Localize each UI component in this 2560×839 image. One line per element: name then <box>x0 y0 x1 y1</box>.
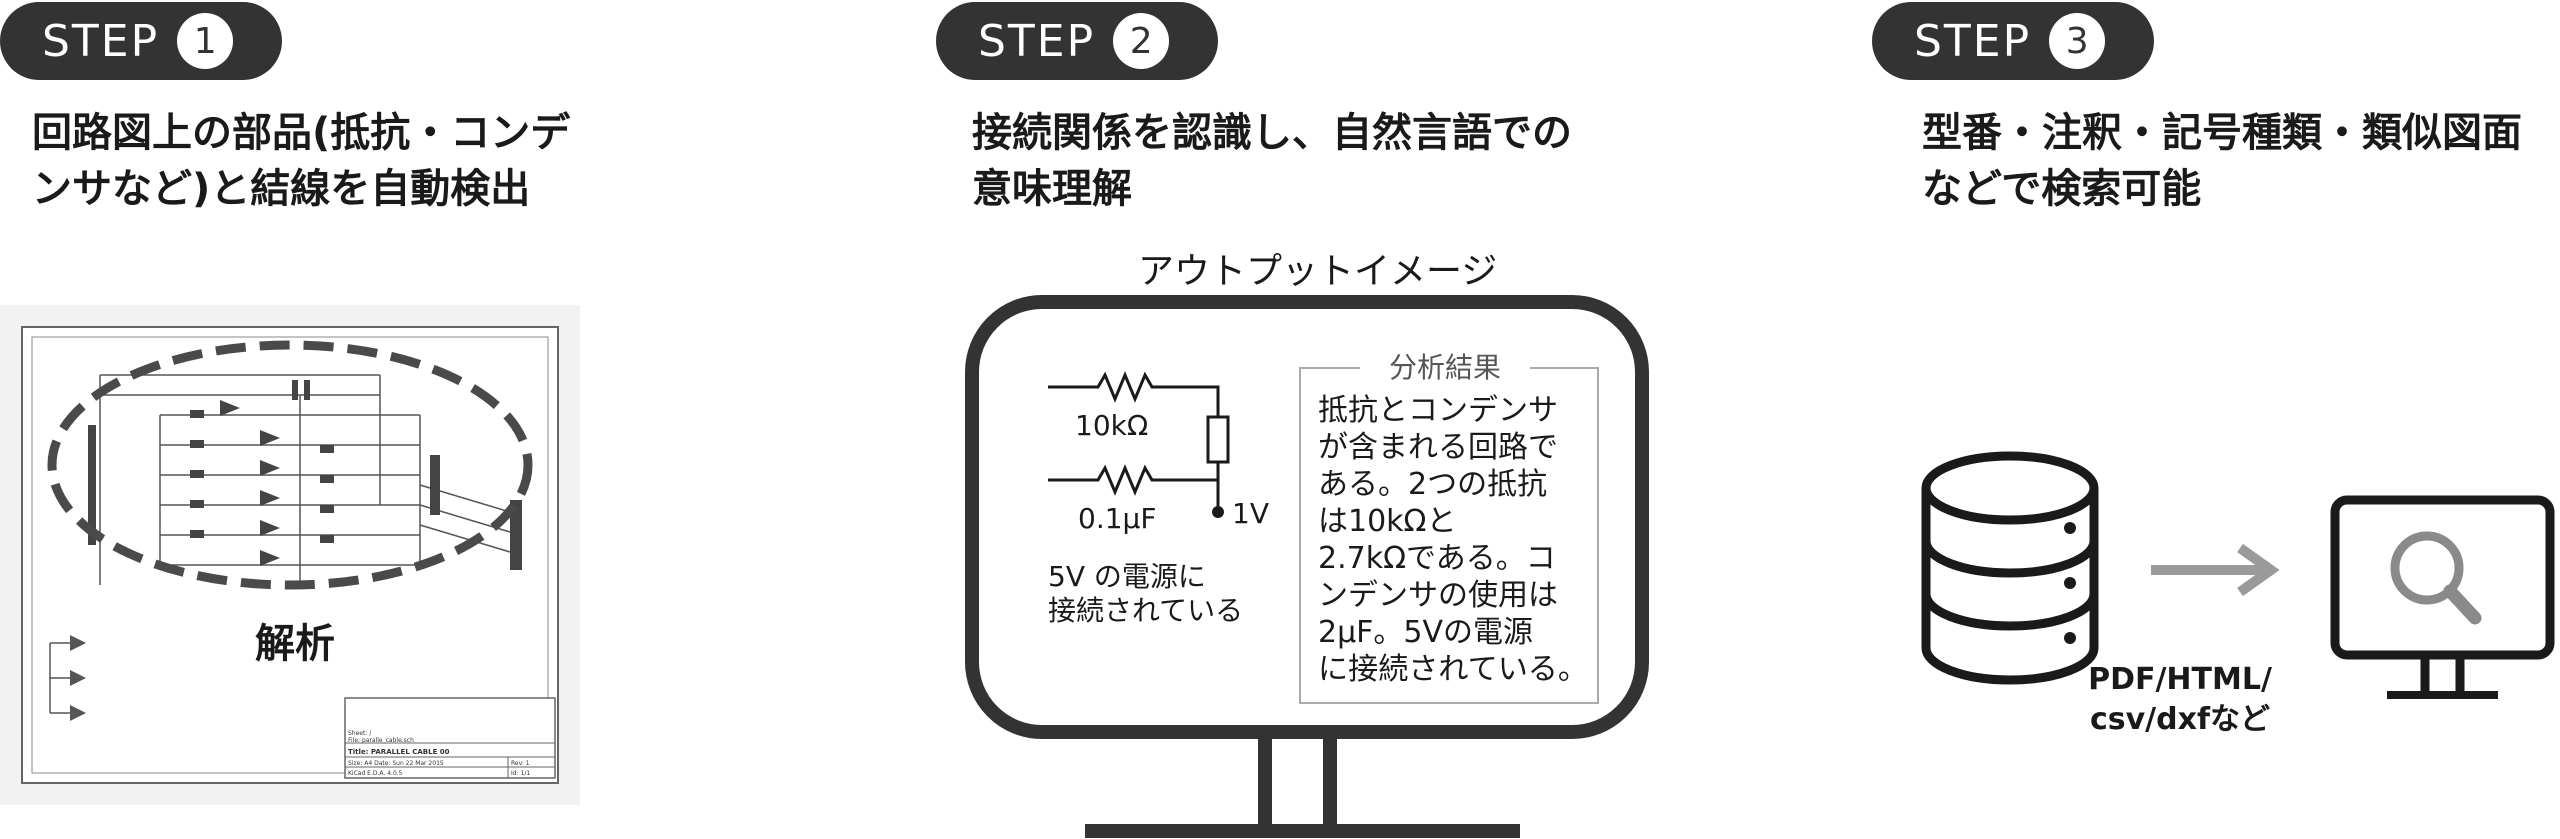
schematic-image: 解析 Sheet: / File: paralle_cable.sch Titl… <box>0 305 580 805</box>
step-label: STEP <box>1914 15 2032 67</box>
step-label: STEP <box>42 15 160 67</box>
step-number: 2 <box>1113 13 1170 69</box>
circuit-note-line: 5V の電源に <box>1048 560 1206 593</box>
result-line: が含まれる回路で <box>1318 430 1558 465</box>
search-monitor-icon <box>2330 495 2555 699</box>
result-box <box>1299 367 1599 704</box>
output-title: アウトプットイメージ <box>1138 251 1498 292</box>
title-block: Sheet: / File: paralle_cable.sch Title: … <box>344 697 556 779</box>
detection-ellipse <box>47 340 533 590</box>
circuit-note-line: 接続されている <box>1048 594 1243 627</box>
step-label: STEP <box>978 15 1096 67</box>
result-line: 2.7kΩである。コ <box>1318 541 1556 576</box>
desc-line: 型番・注釈・記号種類・類似図面 <box>1922 110 2522 156</box>
format-line: csv/dxfなど <box>2089 702 2271 737</box>
result-line: ンデンサの使用は <box>1318 578 1558 613</box>
circuit-diagram <box>1048 371 1230 512</box>
node-dot <box>1212 506 1224 518</box>
step-number: 3 <box>2049 13 2106 69</box>
step-number: 1 <box>177 13 234 69</box>
step-3-badge: STEP 3 <box>1872 2 2154 80</box>
format-text: PDF/HTML/ csv/dxfなど <box>2080 660 2280 740</box>
title-block-line: Sheet: / <box>348 730 372 737</box>
step-1-description: 回路図上の部品(抵抗・コンデ ンサなど)と結線を自動検出 <box>32 105 570 217</box>
title-block-line: Rev: 1 <box>511 760 530 767</box>
result-line: 2μF。5Vの電源 <box>1318 615 1533 650</box>
title-block-line: Id: 1/1 <box>511 770 530 777</box>
desc-line: 意味理解 <box>972 166 1132 212</box>
title-block-line: Title: PARALLEL CABLE 00 <box>348 748 450 756</box>
monitor-illustration: 10kΩ 0.1μF 1V 5V の電源に 接続されている 分析結果 抵抗とコン… <box>965 295 1649 838</box>
title-block-line: File: paralle_cable.sch <box>348 737 414 744</box>
result-line: に接続されている。 <box>1318 652 1588 687</box>
desc-line: などで検索可能 <box>1922 166 2202 212</box>
node-label: 1V <box>1232 497 1269 530</box>
resistor-bottom-label: 0.1μF <box>1078 502 1156 535</box>
title-block-line: Size: A4 Date: Sun 22 Mar 2015 <box>348 760 444 767</box>
arrow-right-icon <box>2151 543 2280 597</box>
magnifier-icon <box>2390 531 2464 605</box>
result-line: は10kΩと <box>1318 504 1456 539</box>
schematic-components <box>88 380 522 570</box>
step-2-description: 接続関係を認識し、自然言語での 意味理解 <box>972 105 1572 217</box>
title-block-line: KiCad E.D.A. 4.0.5 <box>348 770 403 777</box>
schematic-opamps <box>49 635 86 721</box>
desc-line: 接続関係を認識し、自然言語での <box>972 110 1572 156</box>
step-1-badge: STEP 1 <box>0 2 282 80</box>
resistor-top-label: 10kΩ <box>1075 409 1148 442</box>
step-2-badge: STEP 2 <box>936 2 1218 80</box>
format-line: PDF/HTML/ <box>2088 662 2272 697</box>
database-icon <box>1921 451 2099 685</box>
step-3-description: 型番・注釈・記号種類・類似図面 などで検索可能 <box>1922 105 2522 217</box>
desc-line: ンサなど)と結線を自動検出 <box>32 166 531 212</box>
result-heading: 分析結果 <box>1389 351 1501 384</box>
result-text: 抵抗とコンデンサ が含まれる回路で ある。2つの抵抗 は10kΩと 2.7kΩで… <box>1318 393 1588 687</box>
result-line: 抵抗とコンデンサ <box>1318 393 1558 428</box>
desc-line: 回路図上の部品(抵抗・コンデ <box>32 110 571 156</box>
analysis-label: 解析 <box>255 621 335 667</box>
result-line: ある。2つの抵抗 <box>1318 467 1547 502</box>
